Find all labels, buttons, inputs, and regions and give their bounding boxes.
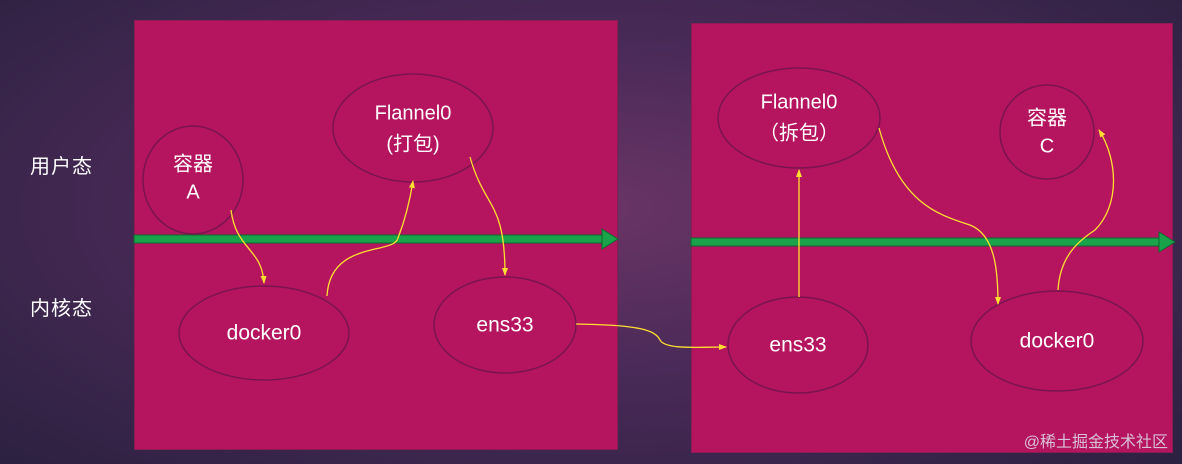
container-c-node: 容器 C [999, 84, 1095, 180]
user-space-label: 用户态 [30, 156, 93, 178]
flow-arrow-docker0-to-container-c [1057, 129, 1115, 291]
flow-arrow-container-a-to-docker0 [230, 209, 267, 284]
ens33-left-label: ens33 [476, 314, 533, 337]
container-a-node: 容器 A [142, 125, 244, 235]
docker0-right-label: docker0 [1020, 330, 1095, 353]
flow-arrow-docker0-to-flannel0 [326, 180, 415, 297]
flow-arrow-flannel0-to-docker0 [878, 127, 1001, 305]
ens33-left-node: ens33 [433, 276, 577, 374]
container-a-label-line1: 容器 [173, 152, 213, 175]
flow-arrow-flannel0-to-ens33 [469, 156, 508, 276]
boundary-arrow-left [133, 228, 619, 250]
ens33-right-node: ens33 [727, 296, 869, 394]
boundary-arrow-right [690, 231, 1176, 253]
watermark: @稀土掘金技术社区 [1023, 434, 1168, 451]
flannel0-pack-label-line2: (打包) [386, 132, 439, 155]
docker0-left-label: docker0 [227, 322, 302, 345]
docker0-right-node: docker0 [970, 290, 1144, 392]
kernel-space-label: 内核态 [30, 298, 93, 320]
container-a-label-line2: A [186, 181, 200, 203]
ens33-right-label: ens33 [769, 334, 826, 357]
flow-arrow-ens33-to-ens33 [575, 323, 727, 351]
container-c-label-line1: 容器 [1027, 106, 1067, 129]
flannel0-pack-node: Flannel0 (打包) [332, 73, 494, 183]
docker0-left-node: docker0 [178, 285, 350, 381]
flannel0-pack-label-line1: Flannel0 [375, 102, 452, 124]
container-c-label-line2: C [1040, 135, 1054, 157]
flannel0-unpack-label-line1: Flannel0 [761, 91, 838, 113]
flannel0-unpack-node: Flannel0 （拆包） [717, 67, 881, 169]
flannel0-unpack-label-line2: （拆包） [759, 121, 839, 144]
